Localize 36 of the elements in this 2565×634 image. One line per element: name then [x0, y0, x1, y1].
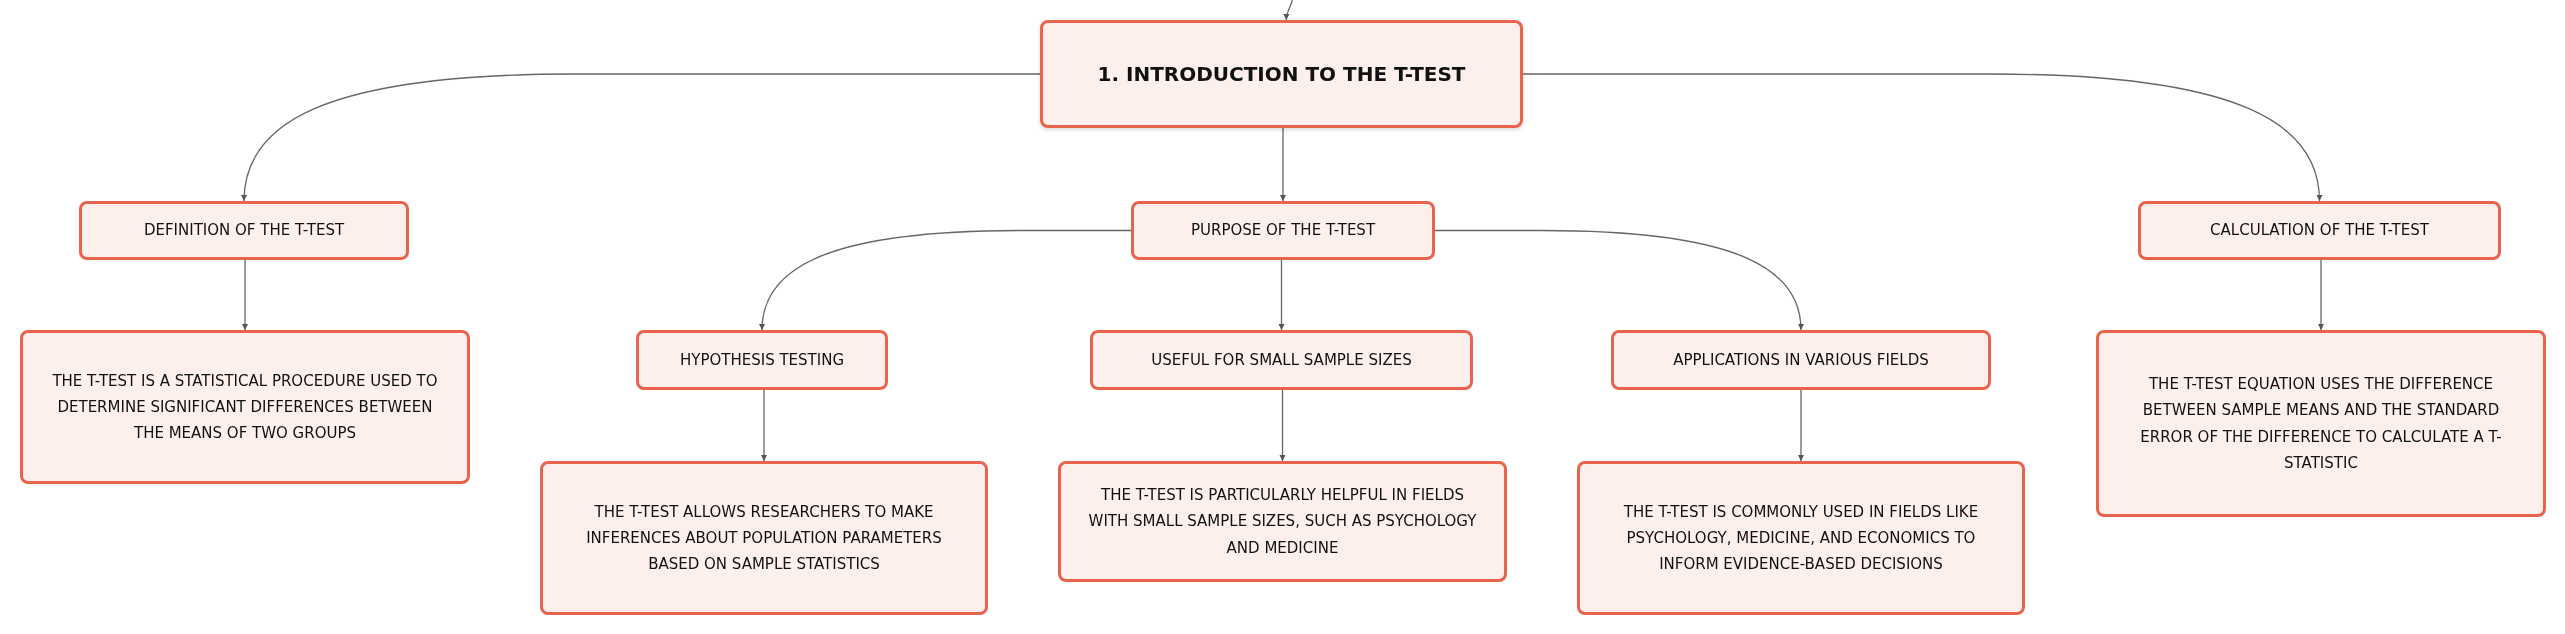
connector-arrow	[760, 389, 768, 462]
topic-box	[2138, 201, 2501, 260]
topic-box	[540, 461, 988, 615]
node-label: DEFINITION OF THE T-TEST	[143, 220, 345, 242]
node-label: APPLICATIONS IN VARIOUS FIELDS	[1673, 349, 1929, 371]
topic-box	[636, 330, 888, 390]
node-label: THE T-TEST IS COMMONLY USED IN FIELDS LIKE PSYCHOLOGY, MEDICINE, AND ECONOMICS TO INFORM EVIDENCE-BASED DECISIONS	[1622, 501, 1980, 576]
connector-arrow	[759, 229, 1132, 331]
connector-arrow	[2317, 259, 2325, 331]
node-label: THE T-TEST EQUATION USES THE DIFFERENCE BETWEEN SAMPLE MEANS AND THE STANDARD ERROR OF THE DIFFERENCE TO CALCULATE A T-STATISTIC	[2139, 374, 2503, 474]
connector-arrow	[1283, 0, 1293, 21]
connector-arrow	[1434, 229, 1804, 331]
connector-arrow	[1797, 389, 1805, 462]
topic-box	[1577, 461, 2025, 615]
topic-box	[1131, 201, 1435, 260]
topic-box	[2096, 330, 2546, 517]
connector-arrow	[1278, 259, 1285, 331]
connector-arrow	[1279, 127, 1287, 202]
connector-arrow	[241, 73, 1041, 202]
topic-box	[1090, 330, 1473, 390]
connector-arrow	[241, 259, 249, 331]
connector-arrow	[1279, 389, 1286, 462]
topic-box	[20, 330, 470, 484]
node-label: 1. INTRODUCTION TO THE T-TEST	[1097, 60, 1466, 88]
topic-box	[1058, 461, 1507, 582]
topic-box	[79, 201, 409, 260]
node-label: CALCULATION OF THE T-TEST	[2210, 220, 2429, 242]
node-label: THE T-TEST IS A STATISTICAL PROCEDURE USED TO DETERMINE SIGNIFICANT DIFFERENCES BETWEEN THE MEANS OF TWO GROUPS	[51, 370, 439, 445]
node-label: HYPOTHESIS TESTING	[679, 349, 844, 371]
node-label: THE T-TEST ALLOWS RESEARCHERS TO MAKE INFERENCES ABOUT POPULATION PARAMETERS BASED ON SAMPLE STATISTICS	[585, 501, 943, 576]
node-label: PURPOSE OF THE T-TEST	[1190, 220, 1376, 242]
node-label: THE T-TEST IS PARTICULARLY HELPFUL IN FIELDS WITH SMALL SAMPLE SIZES, SUCH AS PSYCHOLOGY AND MEDICINE	[1087, 485, 1478, 559]
node-label: USEFUL FOR SMALL SAMPLE SIZES	[1151, 349, 1412, 371]
topic-box	[1611, 330, 1991, 390]
connector-arrow	[1522, 73, 2323, 202]
topic-box	[1040, 20, 1523, 128]
